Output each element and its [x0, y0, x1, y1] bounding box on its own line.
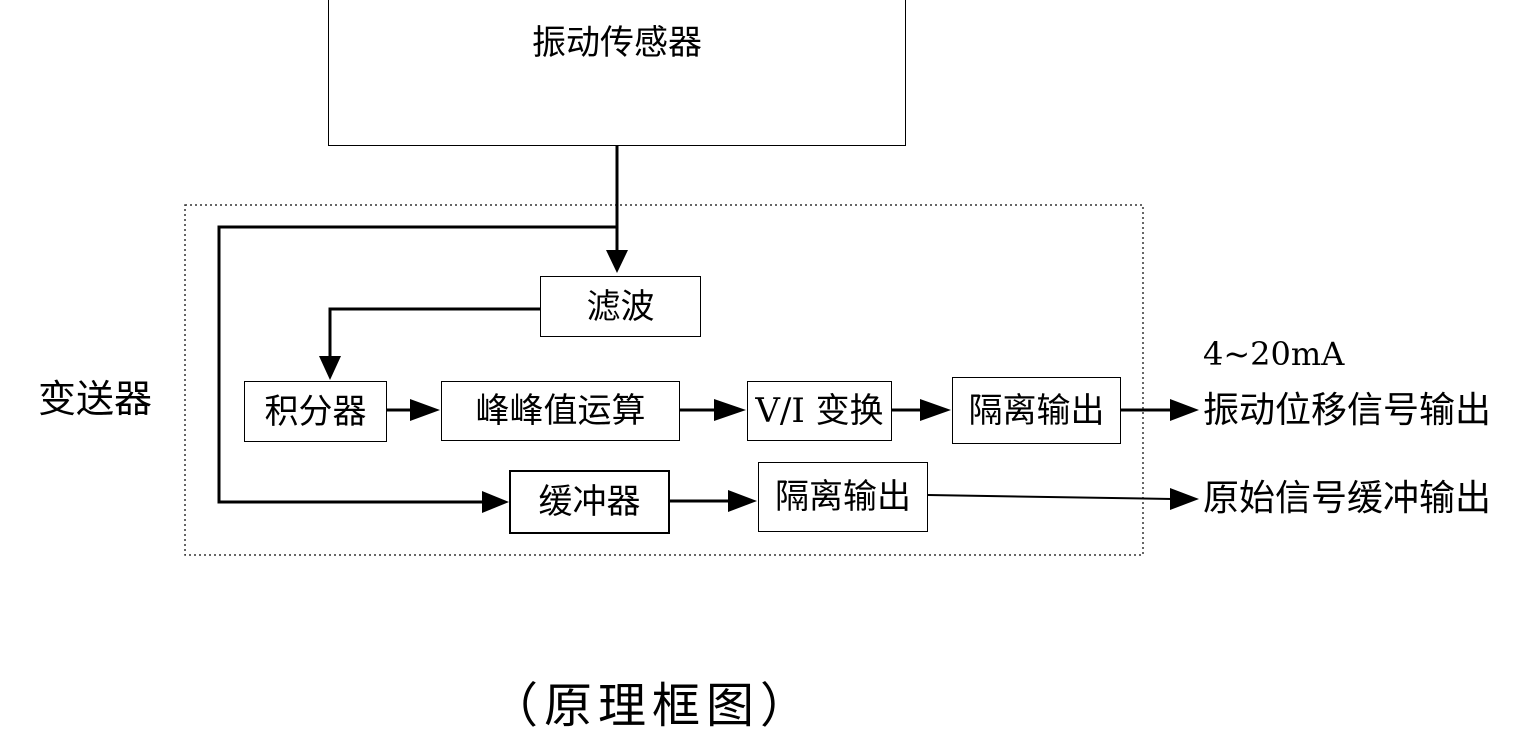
sensor-label: 振动传感器	[532, 23, 702, 63]
isolated-output-block-2: 隔离输出	[758, 462, 928, 532]
vi-convert-label: V/I 变换	[755, 391, 884, 431]
diagram-caption: （原理框图）	[490, 678, 815, 734]
current-range-label: 4~20mA	[1203, 335, 1345, 373]
filter-label: 滤波	[586, 286, 655, 327]
arrowhead-vi	[714, 399, 746, 421]
arrowhead-integrator	[319, 356, 341, 380]
isolate2-to-output-line	[927, 494, 1173, 500]
arrowhead-out2	[1170, 488, 1199, 510]
isolated-output-block-1: 隔离输出	[952, 377, 1121, 444]
filter-to-integrator-line	[328, 307, 540, 358]
displacement-output-label: 振动位移信号输出	[1203, 390, 1492, 431]
arrowhead-isolate1	[920, 399, 951, 421]
arrowhead-filter	[606, 250, 628, 273]
transmitter-boundary	[184, 204, 1144, 556]
arrowhead-out1	[1170, 399, 1199, 421]
peak-to-peak-block: 峰峰值运算	[441, 381, 680, 441]
sensor-block: 振动传感器	[328, 0, 906, 146]
transmitter-label: 变送器	[38, 377, 153, 421]
integrator-block: 积分器	[244, 381, 387, 442]
filter-block: 滤波	[540, 276, 701, 337]
peak-to-peak-label: 峰峰值运算	[475, 391, 646, 431]
buffer-label: 缓冲器	[538, 482, 641, 522]
arrowhead-isolate2	[728, 490, 757, 512]
raw-buffer-output-label: 原始信号缓冲输出	[1203, 478, 1492, 519]
arrowhead-buffer	[482, 491, 509, 513]
isolated-output-label-2: 隔离输出	[775, 477, 911, 517]
arrowhead-peak	[410, 399, 440, 421]
buffer-block: 缓冲器	[509, 470, 670, 534]
isolated-output-label-1: 隔离输出	[968, 390, 1105, 431]
vi-convert-block: V/I 变换	[747, 381, 892, 441]
sensor-to-buffer-line	[217, 225, 617, 504]
integrator-label: 积分器	[264, 391, 367, 432]
